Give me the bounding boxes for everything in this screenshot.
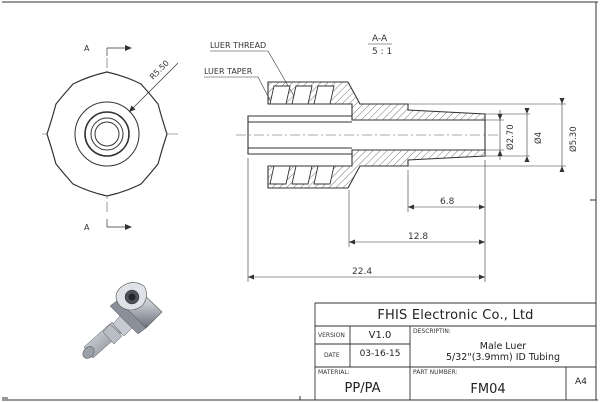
version-label: VERSION: [318, 332, 345, 339]
section-title: A-A: [372, 34, 388, 44]
diameter-dimensions: [408, 98, 566, 172]
dim-bore-diameter: Ø2.70: [505, 124, 516, 150]
dim-shank-length: 12.8: [408, 232, 428, 242]
section-marker-top: A: [84, 44, 90, 53]
thread-cutouts: [269, 85, 335, 185]
description-label: DESCRIPTIN:: [413, 328, 451, 335]
date-label: DATE: [324, 352, 340, 359]
end-view-bore-inner: [94, 121, 120, 147]
dim-tip-length: 6.8: [440, 197, 455, 207]
section-line-bottom: [106, 219, 128, 228]
length-dimensions: [247, 158, 486, 282]
date-value: 03-16-15: [359, 349, 401, 359]
section-line-top: [106, 47, 128, 56]
sheet-size: A4: [575, 377, 587, 387]
description-line-2: 5/32"(3.9mm) ID Tubing: [446, 352, 560, 363]
material-label: MATERIAL:: [318, 369, 350, 376]
title-block-frame: [314, 302, 596, 400]
isometric-render: [82, 282, 163, 359]
dim-barb-diameter: Ø5.30: [568, 126, 579, 152]
radius-dimension: [128, 62, 179, 113]
part-number-label: PART NUMBER:: [413, 369, 458, 376]
end-view-bore-outer: [84, 111, 130, 157]
description-line-1: Male Luer: [479, 341, 527, 352]
dim-tip-diameter: Ø4: [533, 132, 544, 144]
end-view: R5.50 A A: [42, 44, 179, 232]
material-value: PP/PA: [344, 381, 381, 396]
end-view-bore-mid: [90, 117, 124, 151]
section-scale: 5 : 1: [372, 47, 392, 57]
section-marker-bottom: A: [84, 223, 90, 232]
part-number-value: FM04: [470, 382, 506, 397]
luer-thread-callout: LUER THREAD: [210, 41, 266, 50]
radius-dim-label: R5.50: [148, 59, 171, 82]
dim-overall-length: 22.4: [352, 267, 372, 277]
company-name: FHIS Electronic Co., Ltd: [377, 308, 534, 323]
version-value: V1.0: [368, 330, 392, 341]
end-view-outline: [46, 71, 168, 197]
luer-taper-callout: LUER TAPER: [204, 67, 253, 76]
end-view-face-circle: [74, 101, 140, 167]
section-view: A-A 5 : 1 LUER THREAD LUER TAPER: [204, 34, 579, 282]
